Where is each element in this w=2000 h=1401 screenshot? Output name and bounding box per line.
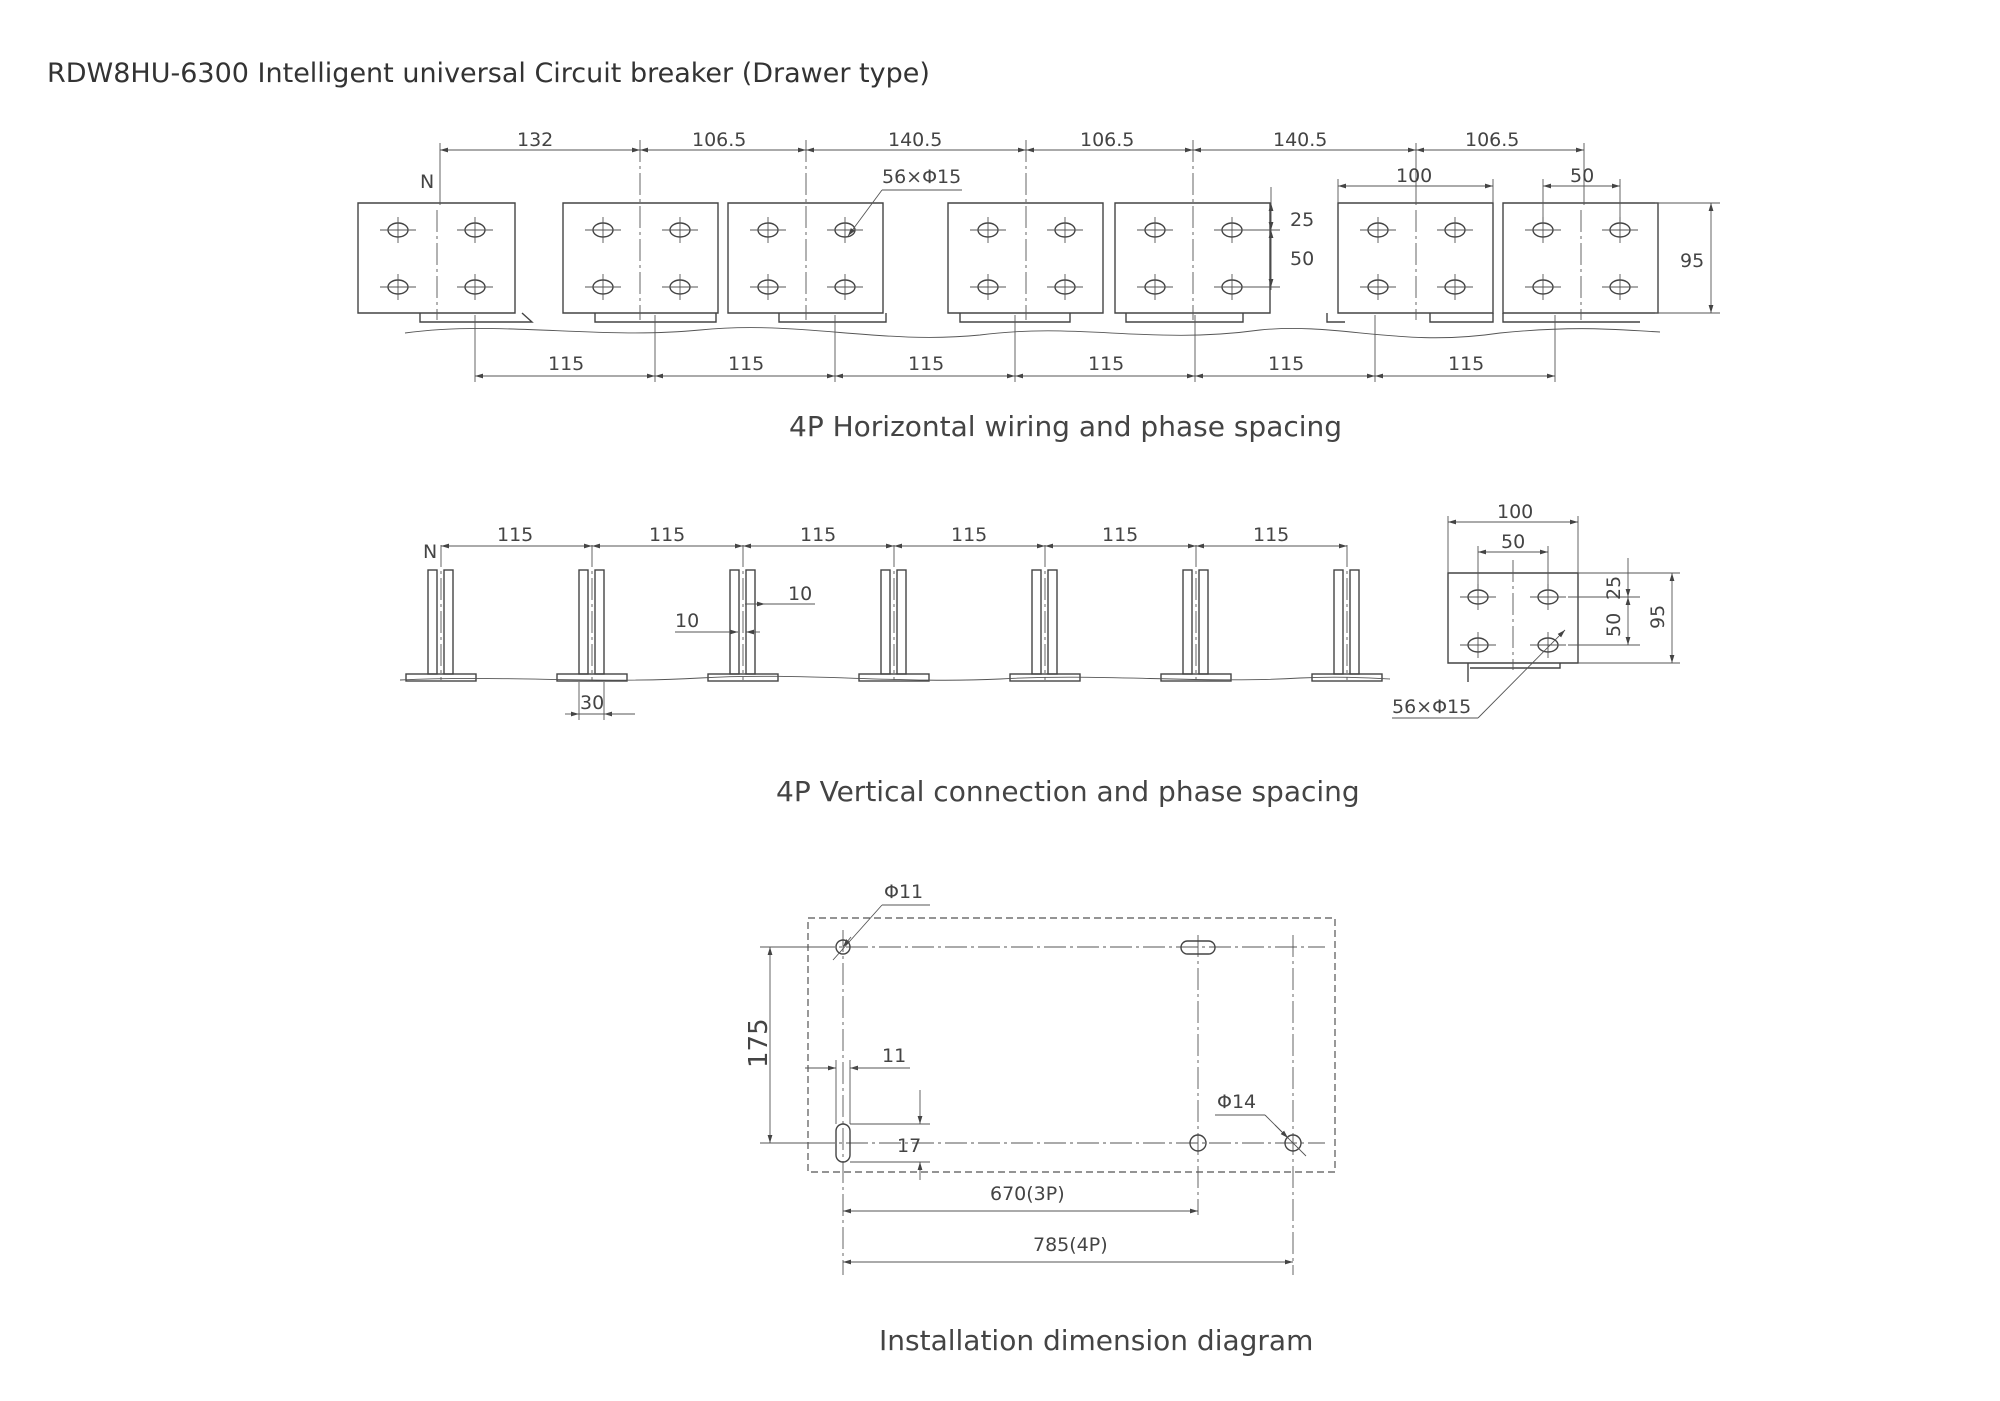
dim-bottom-1: 115 <box>548 353 584 375</box>
vertical-detail-plate: 100 50 25 50 95 56×Φ15 <box>1392 501 1680 719</box>
height-175: 175 <box>744 1018 774 1068</box>
dim-top-3: 140.5 <box>888 129 942 151</box>
neutral-label-vertical: N <box>423 541 437 563</box>
hole-phi14: Φ14 <box>1217 1091 1256 1113</box>
terminal-plate-6 <box>1502 203 1658 323</box>
dim-v50: 50 <box>1290 248 1314 270</box>
dim-bottom-4: 115 <box>1088 353 1124 375</box>
vertical-connection-drawing: N 115 115 115 115 115 115 10 10 30 <box>399 501 1680 720</box>
dim-top-6: 106.5 <box>1465 129 1519 151</box>
dim-top-5: 140.5 <box>1273 129 1327 151</box>
hole-callout: 56×Φ15 <box>882 166 961 188</box>
vdim-5: 115 <box>1102 524 1138 546</box>
vdim-2: 115 <box>649 524 685 546</box>
slot-17: 17 <box>897 1135 921 1157</box>
caption-vertical: 4P Vertical connection and phase spacing <box>776 775 1360 808</box>
detail-h95: 95 <box>1647 605 1669 629</box>
slot-11: 11 <box>882 1045 906 1067</box>
dim-width-50: 50 <box>1570 165 1594 187</box>
gap-10a: 10 <box>788 583 812 605</box>
caption-horizontal: 4P Horizontal wiring and phase spacing <box>789 410 1343 443</box>
vdim-4: 115 <box>951 524 987 546</box>
dim-4p: 785(4P) <box>1033 1234 1108 1256</box>
dim-top-2: 106.5 <box>692 129 746 151</box>
vdim-6: 115 <box>1253 524 1289 546</box>
neutral-label: N <box>420 171 434 193</box>
detail-hole-callout: 56×Φ15 <box>1392 696 1471 718</box>
dim-width-100: 100 <box>1396 165 1432 187</box>
horizontal-wiring-drawing: N 132 106.5 140.5 106.5 140.5 106.5 56×Φ… <box>357 129 1720 382</box>
terminal-plate-3 <box>948 140 1103 323</box>
dim-bottom-5: 115 <box>1268 353 1304 375</box>
installation-drawing: Φ11 Φ14 175 11 17 670(3P) 785(4P) <box>744 881 1336 1275</box>
detail-w50: 50 <box>1501 531 1525 553</box>
terminal-plate-n <box>357 202 534 323</box>
page-title: RDW8HU-6300 Intelligent universal Circui… <box>47 58 930 89</box>
dim-3p: 670(3P) <box>990 1183 1065 1205</box>
vdim-1: 115 <box>497 524 533 546</box>
detail-v50: 50 <box>1603 613 1625 637</box>
dim-height-95: 95 <box>1680 250 1704 272</box>
dim-top-4: 106.5 <box>1080 129 1134 151</box>
terminal-plate-4 <box>1115 140 1270 323</box>
terminal-plate-5 <box>1326 203 1494 323</box>
gap-10b: 10 <box>675 610 699 632</box>
terminal-plate-1 <box>563 140 718 323</box>
detail-w100: 100 <box>1497 501 1533 523</box>
dim-bottom-2: 115 <box>728 353 764 375</box>
hole-phi11: Φ11 <box>884 881 923 903</box>
detail-v25: 25 <box>1603 576 1625 600</box>
dim-bottom-3: 115 <box>908 353 944 375</box>
width-30: 30 <box>580 692 604 714</box>
dim-v25: 25 <box>1290 209 1314 231</box>
dim-bottom-6: 115 <box>1448 353 1484 375</box>
terminal-plate-2 <box>728 140 887 323</box>
dim-top-1: 132 <box>517 129 553 151</box>
vdim-3: 115 <box>800 524 836 546</box>
caption-installation: Installation dimension diagram <box>879 1324 1314 1357</box>
